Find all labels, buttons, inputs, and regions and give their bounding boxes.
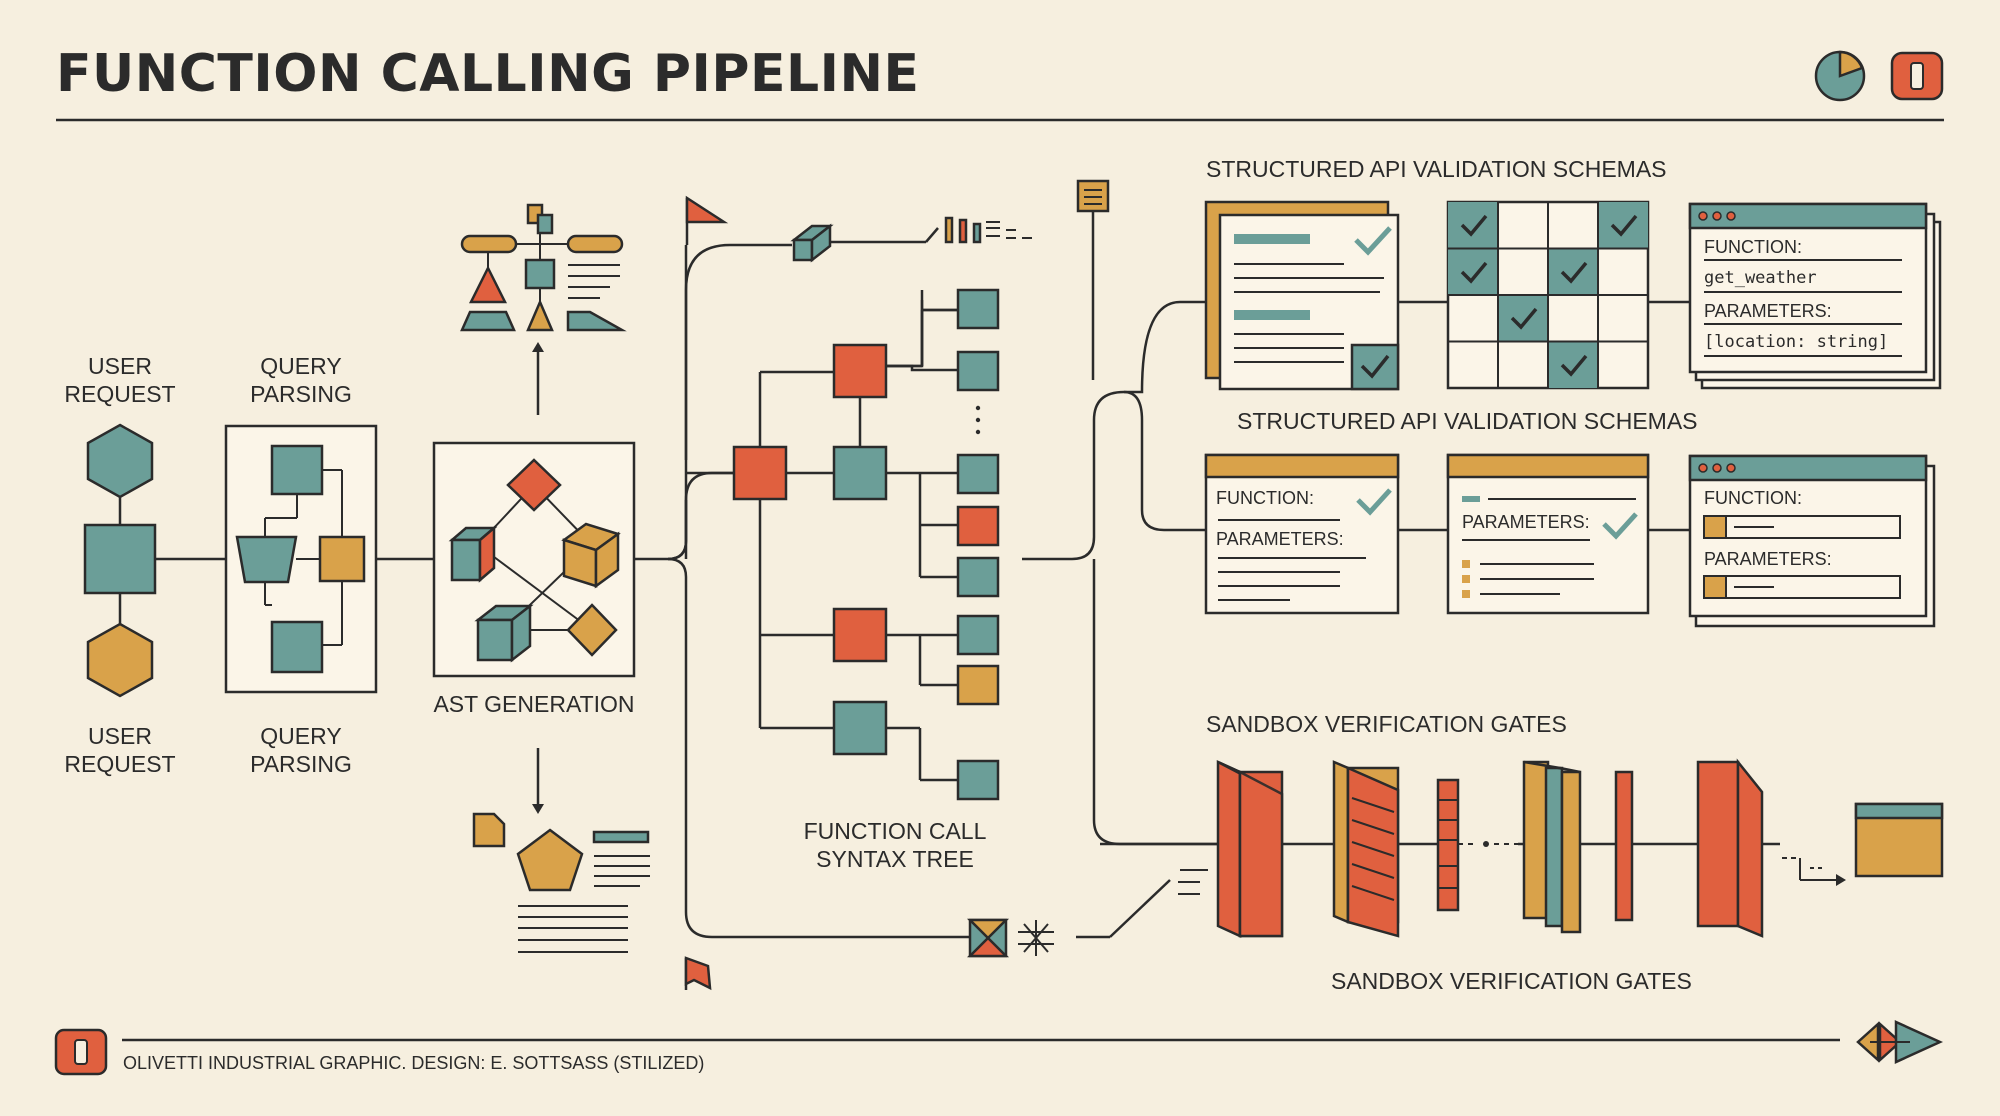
bar-cluster-icon <box>944 216 1032 244</box>
query-parsing-label-top: QUERY PARSING <box>250 353 352 407</box>
checkmark-icon <box>1360 354 1390 379</box>
user-request-label-top: USER REQUEST <box>64 353 176 407</box>
teal-hexagon <box>86 423 154 499</box>
cube-icon <box>474 603 534 663</box>
user-request-shapes <box>83 423 157 698</box>
document-icon <box>472 812 650 953</box>
checkmark-icon <box>1602 512 1638 540</box>
quad-box-icon <box>966 918 1010 958</box>
ast-generation-label: AST GENERATION <box>433 691 635 717</box>
schemas-title-1: STRUCTURED API VALIDATION SCHEMAS <box>1206 156 1667 182</box>
user-request-label-bottom: USER REQUEST <box>64 723 176 777</box>
sparkle-icon <box>1018 920 1054 956</box>
document-icon <box>1076 179 1110 213</box>
sandbox-title-2: SANDBOX VERIFICATION GATES <box>1331 968 1692 994</box>
ast-generation-box <box>432 441 636 678</box>
checkmark-icon <box>1354 226 1392 256</box>
sandbox-title-1: SANDBOX VERIFICATION GATES <box>1206 711 1567 737</box>
cube-icon <box>790 223 834 263</box>
schema-function-label: FUNCTION: <box>1704 237 1802 257</box>
mustard-diamond <box>566 603 618 657</box>
schema-window-card <box>1688 202 1942 390</box>
card2-function-label: FUNCTION: <box>1216 488 1314 508</box>
cube-icon <box>448 525 498 583</box>
navigation-arrows-icon <box>1856 1020 1944 1064</box>
validation-grid <box>1446 200 1650 390</box>
schema-function-value: get_weather <box>1704 268 1817 288</box>
footer-power-switch-icon <box>54 1028 108 1076</box>
card2-parameters-label: PARAMETERS: <box>1216 529 1344 549</box>
power-switch-icon <box>1890 51 1944 101</box>
pie-chart-icon <box>1814 50 1866 102</box>
page-title: FUNCTION CALLING PIPELINE <box>56 44 920 104</box>
mustard-hexagon <box>86 622 154 698</box>
schema-row-2 <box>1204 453 1936 628</box>
teal-square <box>83 523 157 595</box>
checkmark-icon <box>1356 488 1392 516</box>
small-tree-icon <box>460 203 627 332</box>
sandbox-gates <box>1100 758 1944 938</box>
tree-root-node <box>732 445 788 501</box>
schema-parameters-value: [location: string] <box>1704 332 1889 352</box>
schema-parameters-label: PARAMETERS: <box>1704 301 1832 321</box>
footer-credit: OLIVETTI INDUSTRIAL GRAPHIC. DESIGN: E. … <box>123 1053 705 1073</box>
schemas-title-2: STRUCTURED API VALIDATION SCHEMAS <box>1237 408 1698 434</box>
syntax-tree <box>684 288 1000 801</box>
schema-row-1 <box>1204 200 1942 391</box>
card3-parameters-label: PARAMETERS: <box>1462 512 1590 532</box>
flag-icon <box>684 956 712 991</box>
query-parsing-label-bottom: QUERY PARSING <box>250 723 352 777</box>
card4-function-label: FUNCTION: <box>1704 488 1802 508</box>
syntax-tree-label: FUNCTION CALL SYNTAX TREE <box>803 818 987 872</box>
query-parsing-box <box>224 424 378 694</box>
orange-diamond <box>506 458 562 512</box>
flag-icon <box>685 195 729 245</box>
card4-parameters-label: PARAMETERS: <box>1704 549 1832 569</box>
cube-icon <box>561 522 621 589</box>
